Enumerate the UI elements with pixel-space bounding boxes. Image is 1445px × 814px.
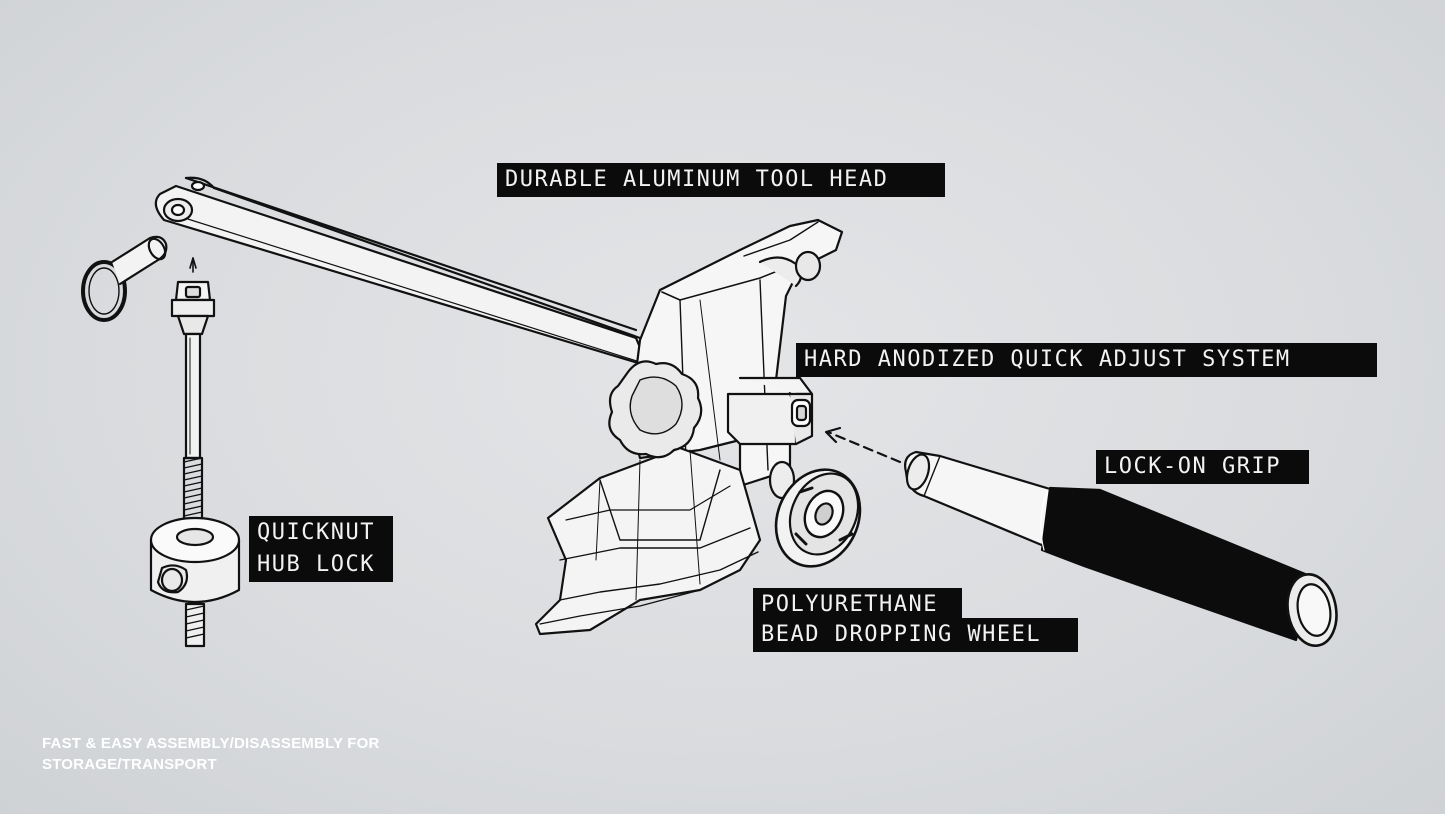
- label-tool-head: DURABLE ALUMINUM TOOL HEAD: [497, 163, 945, 197]
- star-knob: [608, 360, 703, 459]
- footnote-line2: STORAGE/TRANSPORT: [42, 756, 217, 773]
- label-wheel-line2: BEAD DROPPING WHEEL: [753, 618, 1078, 652]
- footnote-line1: FAST & EASY ASSEMBLY/DISASSEMBLY FOR: [42, 735, 380, 752]
- quick-adjust-tube: [726, 376, 814, 446]
- assembly-footnote: FAST & EASY ASSEMBLY/DISASSEMBLY FOR STO…: [42, 733, 380, 775]
- label-hub-lock-line2: HUB LOCK: [249, 548, 393, 582]
- tool-head-shoe: [534, 446, 762, 636]
- label-lock-on-grip: LOCK-ON GRIP: [1096, 450, 1309, 484]
- bead-dropping-wheel: [768, 460, 862, 568]
- lock-on-grip: [904, 450, 1338, 647]
- label-wheel-line1: POLYURETHANE: [753, 588, 962, 622]
- label-hub-lock-line1: QUICKNUT: [249, 516, 393, 550]
- insert-arrow: [824, 426, 902, 464]
- lever-bar: [154, 176, 650, 368]
- pin-and-ring: [81, 235, 168, 322]
- hub-lock-assembly: [149, 257, 241, 648]
- label-quick-adjust-system: HARD ANODIZED QUICK ADJUST SYSTEM: [796, 343, 1377, 377]
